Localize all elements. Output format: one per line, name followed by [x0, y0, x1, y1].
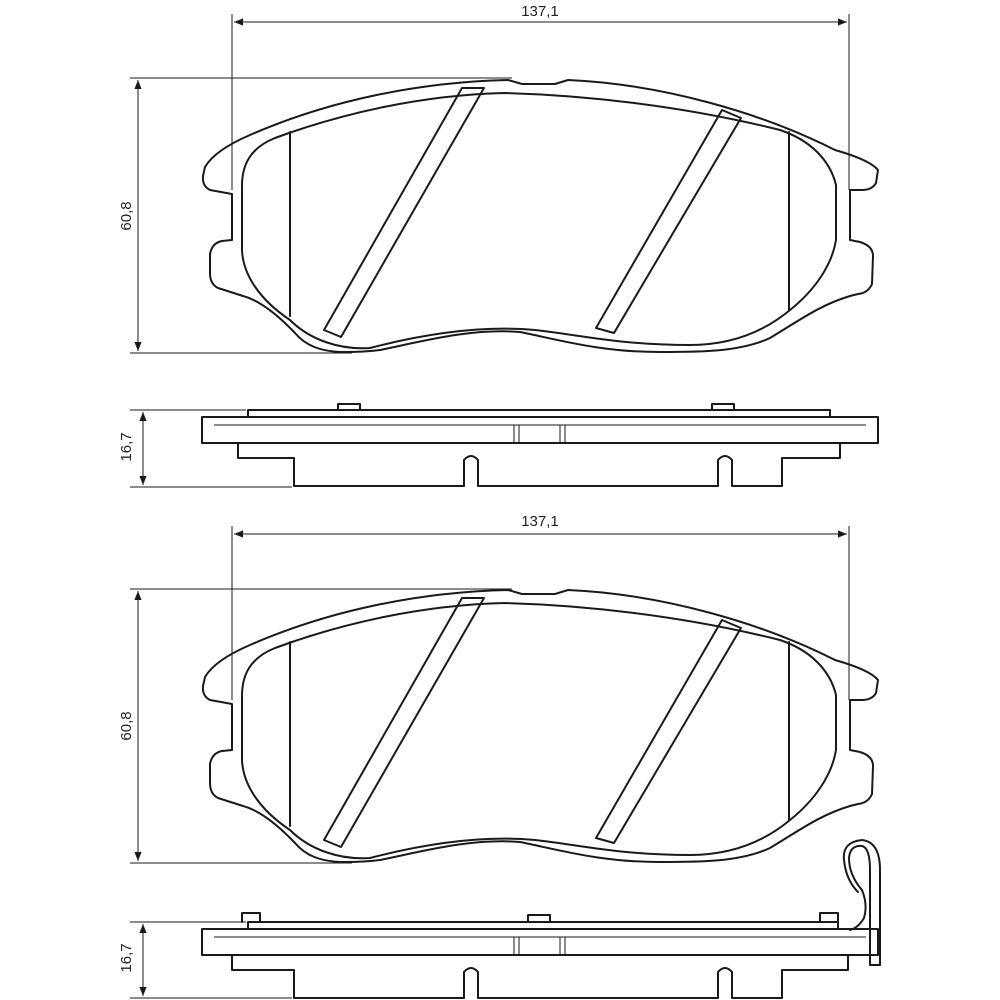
bottom-pad-thickness-dimension: 16,7: [118, 921, 292, 999]
wear-indicator-clip: [848, 844, 871, 966]
top-pad-side-view: [201, 403, 879, 487]
bottom-pad-width-dimension: 137,1: [231, 513, 850, 700]
top-pad-thickness-label: 16,7: [118, 432, 135, 461]
top-pad-height-dimension: 60,8: [118, 77, 512, 354]
bottom-pad-thickness-label: 16,7: [118, 943, 135, 972]
bottom-pad-front-view: [201, 589, 879, 863]
top-pad-width-label: 137,1: [521, 3, 559, 20]
bottom-pad-height-dimension: 60,8: [118, 588, 512, 864]
top-pad-width-dimension: 137,1: [231, 3, 850, 190]
top-pad-thickness-dimension: 16,7: [118, 409, 292, 488]
top-pad-front-view: [201, 79, 879, 353]
top-pad-height-label: 60,8: [118, 201, 135, 230]
bottom-pad-height-label: 60,8: [118, 711, 135, 740]
bottom-pad-width-label: 137,1: [521, 513, 559, 530]
bottom-pad-side-view: [201, 839, 881, 999]
